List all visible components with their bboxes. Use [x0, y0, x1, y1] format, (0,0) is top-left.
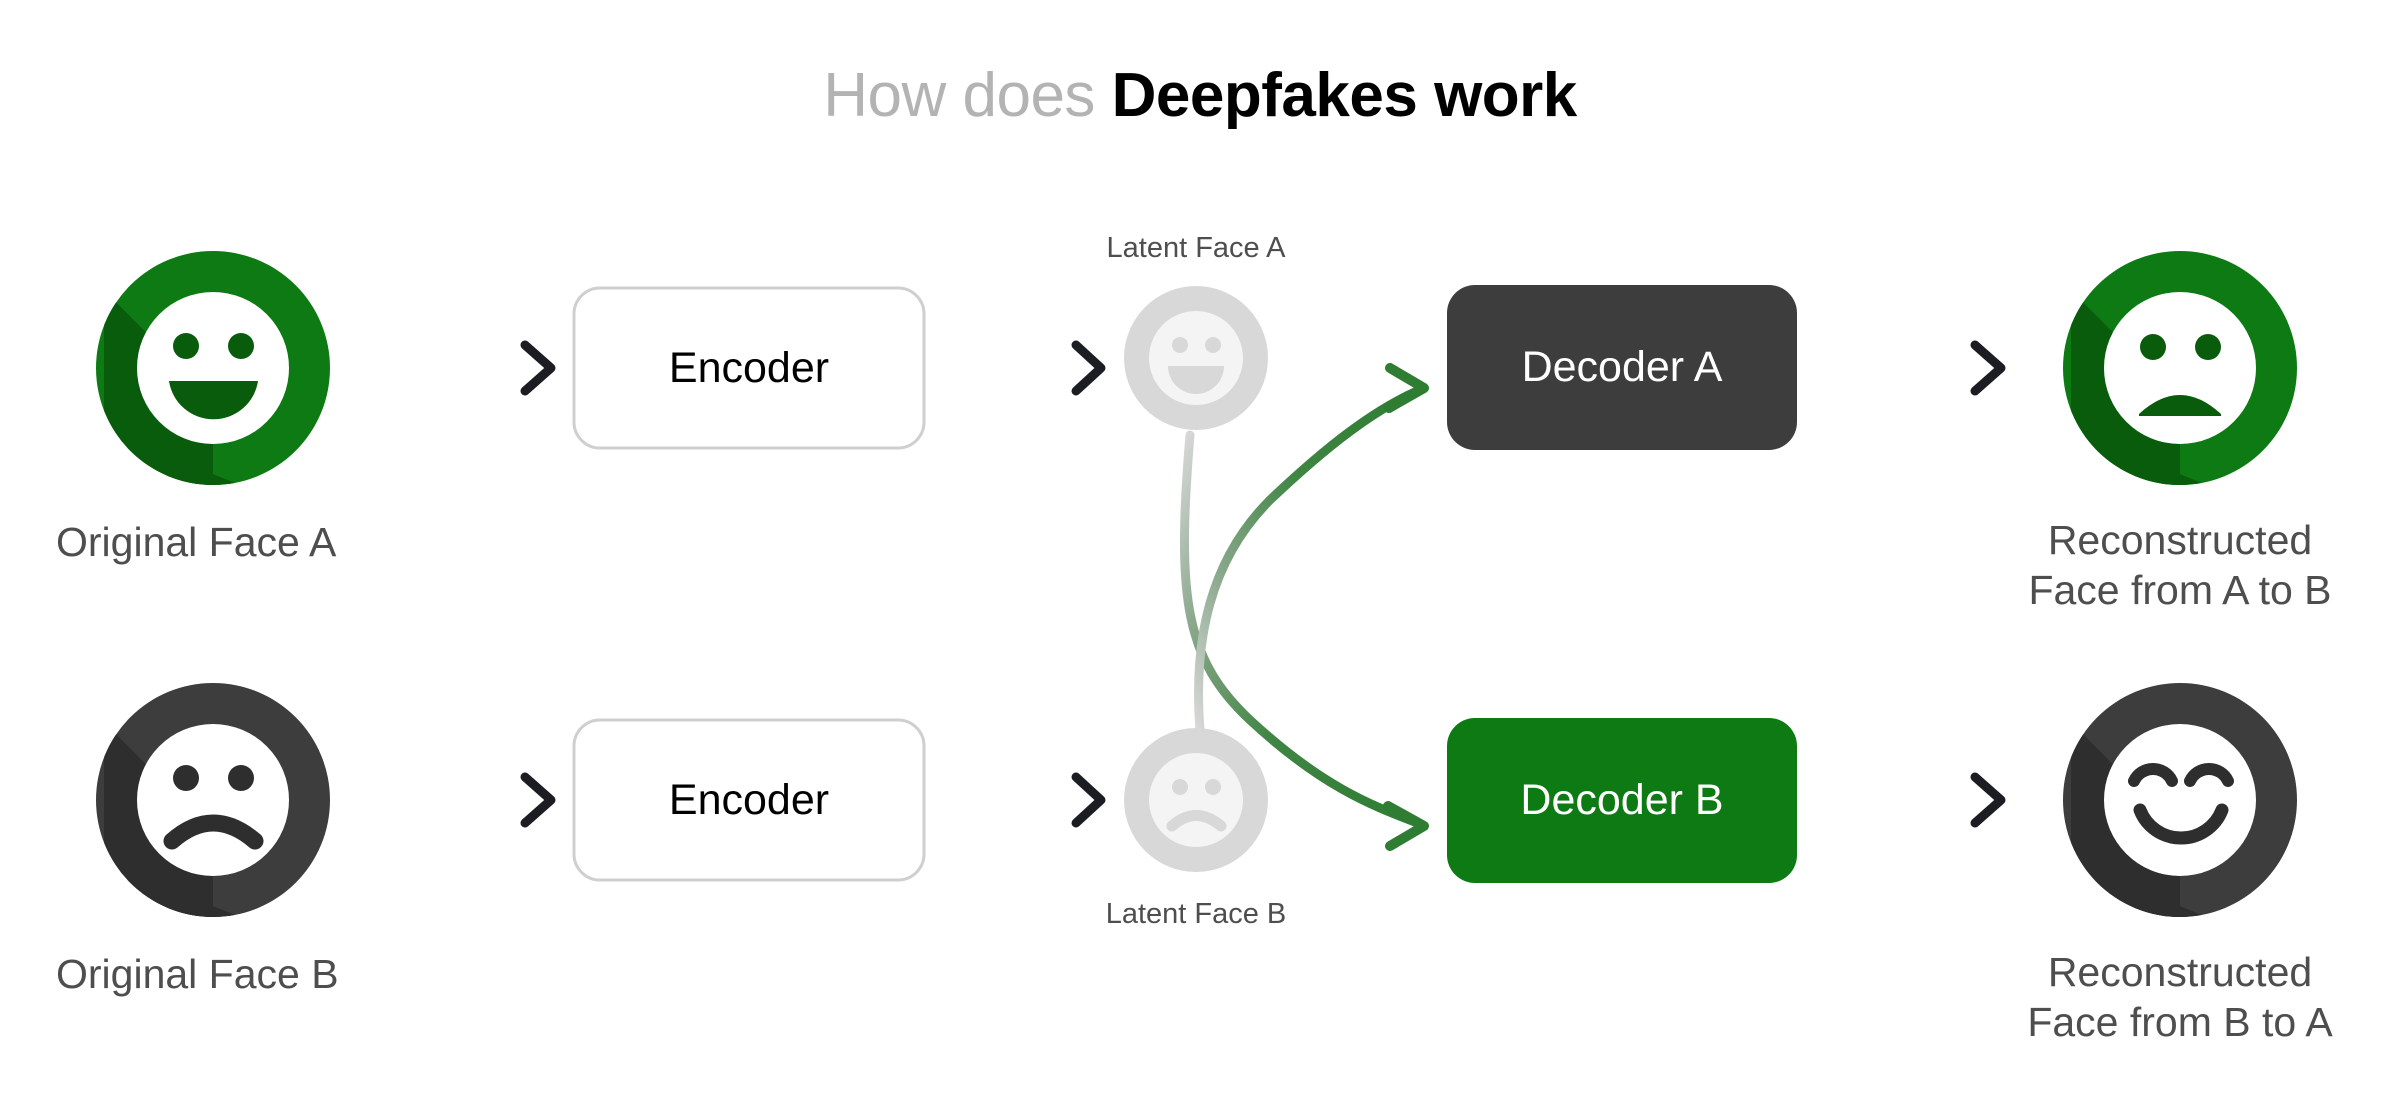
reconstructed-a-to-b-line1: Reconstructed [2047, 517, 2313, 563]
original-face-b-caption: Original Face B [56, 949, 339, 999]
arrow-decoder-b-to-reconstructed-b [1820, 772, 2006, 828]
arrow-face-b-to-encoder-b [362, 772, 556, 828]
reconstructed-a-to-b-line2: Face from A to B [2028, 567, 2332, 614]
curve-latent-b-to-decoder-a [1194, 363, 1429, 735]
reconstructed-b-to-a-line1: Reconstructed [2047, 949, 2313, 995]
page-title-light: How does [823, 61, 1112, 130]
reconstructed-a-to-b-caption: Reconstructed Face from A to B [1930, 515, 2400, 615]
reconstructed-b-to-a-line2: Face from B to A [2027, 999, 2333, 1046]
sad-face-icon-original-b [96, 683, 330, 917]
decoder-box-b[interactable] [1447, 718, 1797, 883]
arrow-encoder-a-to-latent-a [945, 340, 1106, 396]
latent-face-b-label: Latent Face B [996, 898, 1396, 931]
decoder-box-a[interactable] [1447, 285, 1797, 450]
latent-face-a-label-text: Latent Face A [1106, 232, 1286, 264]
original-face-a-caption-text: Original Face A [56, 519, 337, 565]
happy-face-icon-original-a [96, 251, 330, 485]
page-title: How does Deepfakes work [0, 61, 2400, 130]
latent-face-a-label: Latent Face A [996, 232, 1396, 265]
arrow-face-a-to-encoder-a [362, 340, 556, 396]
latent-face-b-icon [1124, 728, 1268, 872]
page-title-bold: Deepfakes work [1111, 61, 1578, 130]
smiling-face-icon-reconstructed-b-to-a [2063, 683, 2297, 917]
arrow-decoder-a-to-reconstructed-a [1820, 340, 2006, 396]
encoder-box-b[interactable] [572, 718, 926, 882]
frowning-face-icon-reconstructed-a-to-b [2063, 251, 2297, 485]
latent-face-b-label-text: Latent Face B [1105, 898, 1287, 930]
latent-face-a-icon [1124, 286, 1268, 430]
reconstructed-b-to-a-caption: Reconstructed Face from B to A [1930, 947, 2400, 1047]
curve-latent-a-to-decoder-b [1180, 430, 1429, 851]
original-face-b-caption-text: Original Face B [56, 951, 339, 997]
arrow-encoder-b-to-latent-b [945, 772, 1106, 828]
original-face-a-caption: Original Face A [56, 517, 336, 567]
encoder-box-a[interactable] [572, 286, 926, 450]
